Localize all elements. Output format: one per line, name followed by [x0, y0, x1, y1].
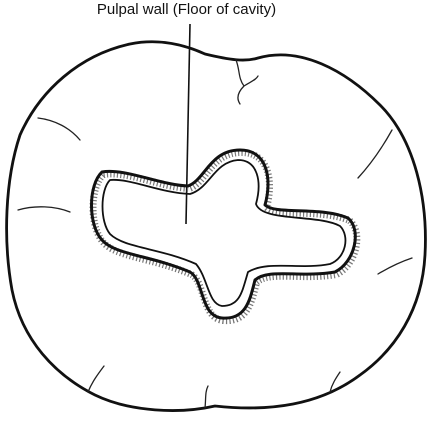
groove-lower-left: [88, 366, 104, 392]
cavity-outline: [92, 150, 356, 318]
groove-left-middle: [18, 207, 70, 212]
groove-upper-right: [358, 130, 392, 178]
groove-upper-left: [38, 118, 80, 140]
mesial-pit-groove: [236, 60, 258, 104]
groove-bottom-center: [205, 386, 208, 408]
tooth-outline: [7, 42, 426, 411]
cavity-wall-stipple: [93, 153, 357, 321]
groove-right-lower: [378, 258, 412, 274]
pulpal-floor-outline: [103, 160, 346, 306]
